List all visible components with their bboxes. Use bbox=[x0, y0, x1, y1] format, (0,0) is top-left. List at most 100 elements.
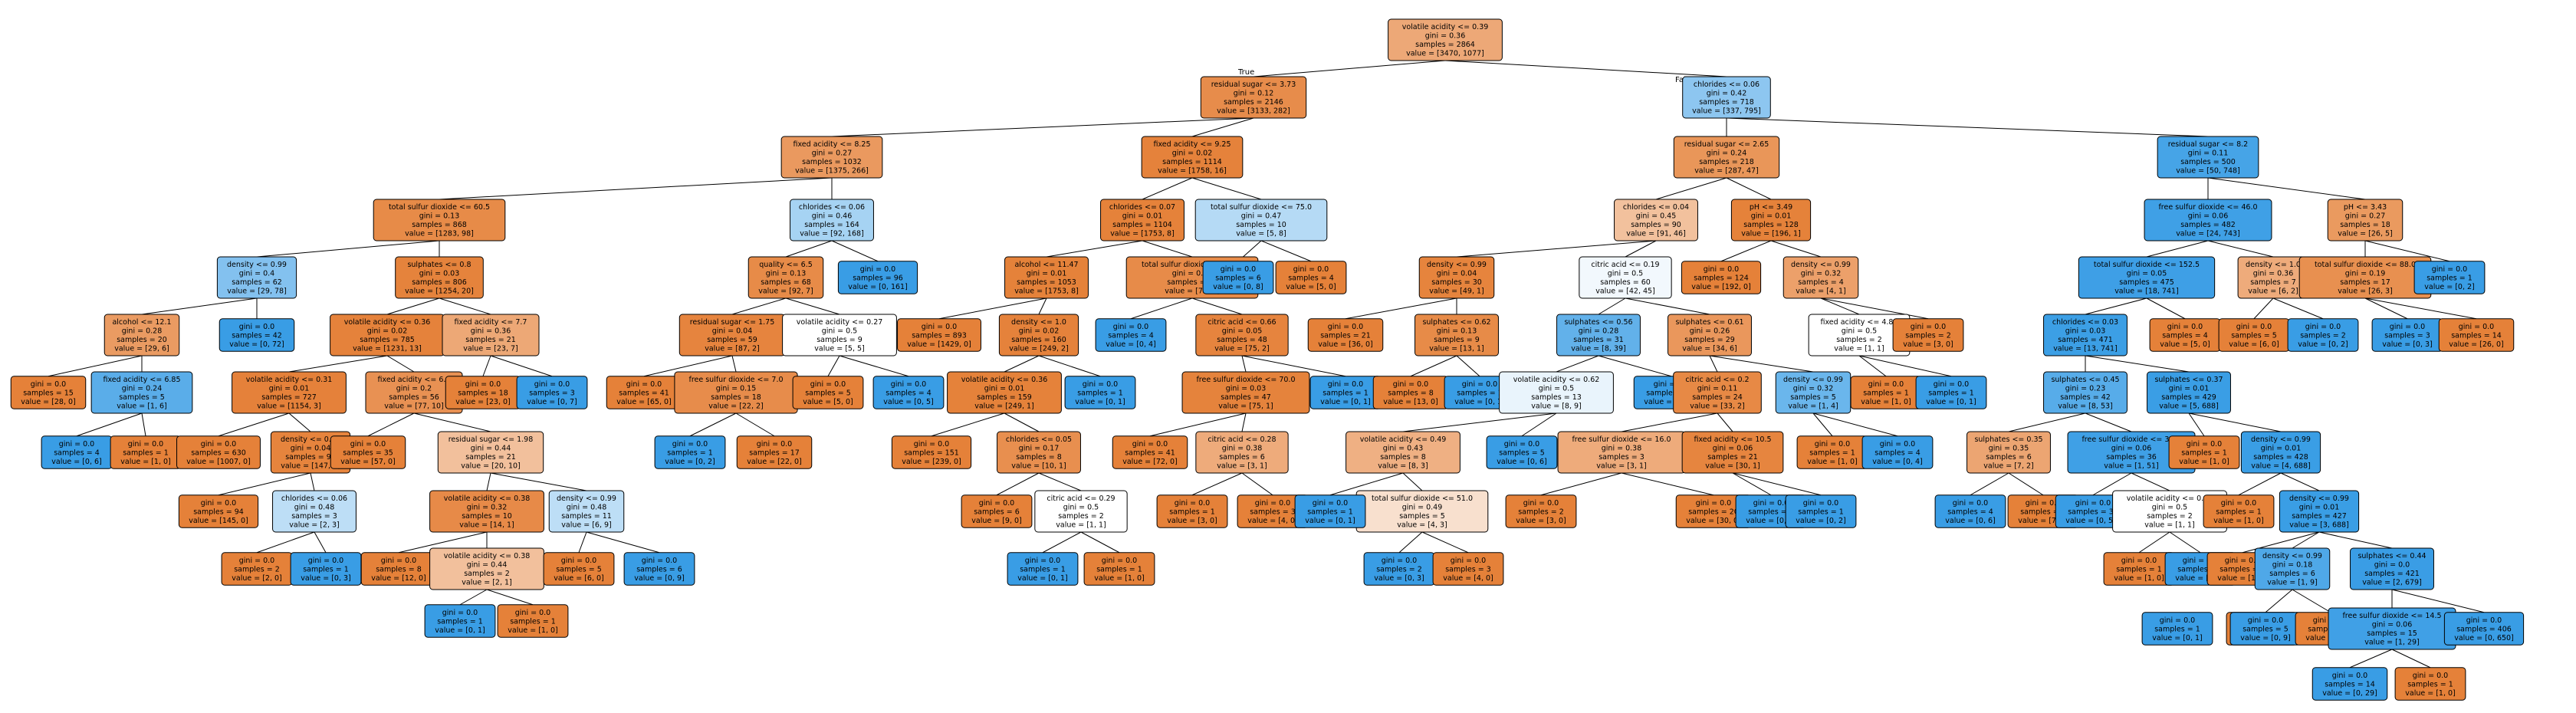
node-box bbox=[2147, 371, 2231, 414]
node-text-line: gini = 0.44 bbox=[471, 445, 511, 453]
tree-edge bbox=[1970, 472, 2009, 496]
node-text-line: samples = 8 bbox=[376, 565, 422, 573]
node-text-line: samples = 21 bbox=[1707, 453, 1758, 462]
node-text-line: value = [3470, 1077] bbox=[1406, 50, 1484, 58]
node-box bbox=[790, 199, 874, 242]
node-box bbox=[1783, 256, 1859, 299]
node-text-line: gini = 0.5 bbox=[2152, 504, 2187, 512]
node-text-line: samples = 5 bbox=[805, 389, 851, 397]
node-text-line: gini = 0.0 bbox=[1880, 440, 1915, 449]
node-text-line: value = [1, 0] bbox=[2179, 458, 2229, 466]
tree-edge bbox=[486, 589, 534, 606]
node-text-line: volatile acidity <= 0.31 bbox=[246, 376, 333, 384]
node-text-line: value = [7, 2] bbox=[1983, 462, 2034, 471]
tree-edge bbox=[218, 412, 290, 437]
tree-edge bbox=[1038, 472, 1082, 491]
node-text-line: gini = 0.0 bbox=[1328, 380, 1363, 389]
node-box bbox=[1414, 314, 1499, 356]
node-text-line: samples = 3 bbox=[529, 389, 575, 397]
tree-edge bbox=[413, 412, 491, 432]
node-text-line: value = [92, 168] bbox=[800, 230, 864, 238]
node-text-line: sulphates <= 0.56 bbox=[1564, 318, 1632, 327]
node-text-line: samples = 3 bbox=[2384, 331, 2430, 340]
node-text-line: samples = 6 bbox=[1215, 274, 1261, 282]
node-text-line: gini = 0.0 bbox=[757, 440, 792, 449]
node-box bbox=[395, 256, 484, 299]
node-text-line: gini = 0.0 bbox=[1132, 440, 1168, 449]
node-box bbox=[1432, 552, 1504, 586]
tree-edge bbox=[731, 355, 737, 373]
tree-edge bbox=[938, 297, 1047, 320]
node-text-line: value = [8, 9] bbox=[1531, 402, 1582, 411]
node-box bbox=[1682, 76, 1771, 119]
tree-edge bbox=[486, 472, 491, 491]
node-text-line: samples = 1 bbox=[2154, 625, 2200, 633]
node-text-line: gini = 0.15 bbox=[716, 385, 756, 393]
node-text-line: value = [13, 741] bbox=[2053, 345, 2118, 353]
node-text-line: gini = 0.0 bbox=[239, 323, 274, 331]
node-text-line: value = [1, 0] bbox=[2213, 517, 2264, 525]
node-text-line: samples = 36 bbox=[2106, 453, 2157, 462]
node-text-line: value = [0, 6] bbox=[51, 458, 102, 466]
node-text-line: samples = 21 bbox=[1320, 331, 1371, 340]
node-text-line: samples = 17 bbox=[749, 449, 800, 457]
node-text-line: value = [8, 53] bbox=[2058, 402, 2113, 411]
node-text-line: value = [0, 72] bbox=[229, 340, 284, 349]
tree-edge bbox=[1720, 240, 1772, 262]
tree-edge bbox=[2238, 472, 2282, 496]
node-text-line: samples = 29 bbox=[1684, 336, 1735, 344]
node-text-line: samples = 96 bbox=[853, 274, 903, 282]
node-box bbox=[1934, 495, 2006, 528]
tree-edge bbox=[1402, 412, 1557, 432]
node-text-line: gini = 0.27 bbox=[812, 150, 852, 158]
node-text-line: gini = 0.06 bbox=[2188, 212, 2228, 221]
node-text-line: value = [5, 8] bbox=[1236, 230, 1286, 238]
tree-edge bbox=[1241, 355, 1247, 373]
node-text-line: samples = 5 bbox=[556, 565, 602, 573]
node-text-line: value = [26, 5] bbox=[2338, 230, 2393, 238]
tree-edge bbox=[1858, 355, 1952, 377]
node-box bbox=[1861, 435, 1934, 469]
node-text-line: value = [4, 1] bbox=[1796, 288, 1846, 296]
node-text-line: value = [3, 688] bbox=[2289, 521, 2349, 530]
tree-edge bbox=[2188, 412, 2282, 432]
node-text-line: value = [57, 0] bbox=[340, 458, 396, 466]
tree-edge bbox=[1556, 355, 1599, 373]
tree-edge bbox=[314, 531, 327, 553]
node-text-line: value = [1231, 13] bbox=[353, 345, 422, 353]
tree-edge bbox=[731, 297, 787, 315]
node-text-line: gini = 0.0 bbox=[59, 440, 94, 449]
tree-edge bbox=[1038, 297, 1047, 315]
node-text-line: value = [287, 47] bbox=[1694, 167, 1759, 176]
node-text-line: value = [7, 0] bbox=[2018, 517, 2068, 525]
node-text-line: samples = 128 bbox=[1743, 221, 1799, 229]
tree-edge bbox=[1241, 472, 1273, 496]
node-text-line: gini = 0.0 bbox=[1523, 499, 1559, 508]
node-text-line: citric acid <= 0.19 bbox=[1591, 261, 1659, 269]
node-text-line: value = [2, 3] bbox=[289, 521, 340, 530]
tree-edge bbox=[1421, 531, 1469, 554]
tree-edge bbox=[1444, 60, 1727, 77]
node-text-line: samples = 10 bbox=[1236, 221, 1286, 229]
tree-edge bbox=[141, 297, 258, 315]
node-text-line: samples = 6 bbox=[2269, 570, 2315, 578]
node-text-line: value = [0, 1] bbox=[1305, 517, 1355, 525]
node-text-line: total sulfur dioxide <= 152.5 bbox=[2094, 261, 2200, 269]
node-text-line: density <= 0.99 bbox=[1427, 261, 1487, 269]
tree-edge bbox=[482, 355, 491, 376]
node-text-line: gini = 0.17 bbox=[1019, 445, 1059, 453]
node-text-line: samples = 1 bbox=[303, 565, 349, 573]
node-text-line: gini = 0.5 bbox=[1842, 327, 1877, 336]
node-text-line: value = [0, 1] bbox=[1746, 517, 1796, 525]
node-text-line: value = [0, 2] bbox=[2424, 283, 2475, 291]
